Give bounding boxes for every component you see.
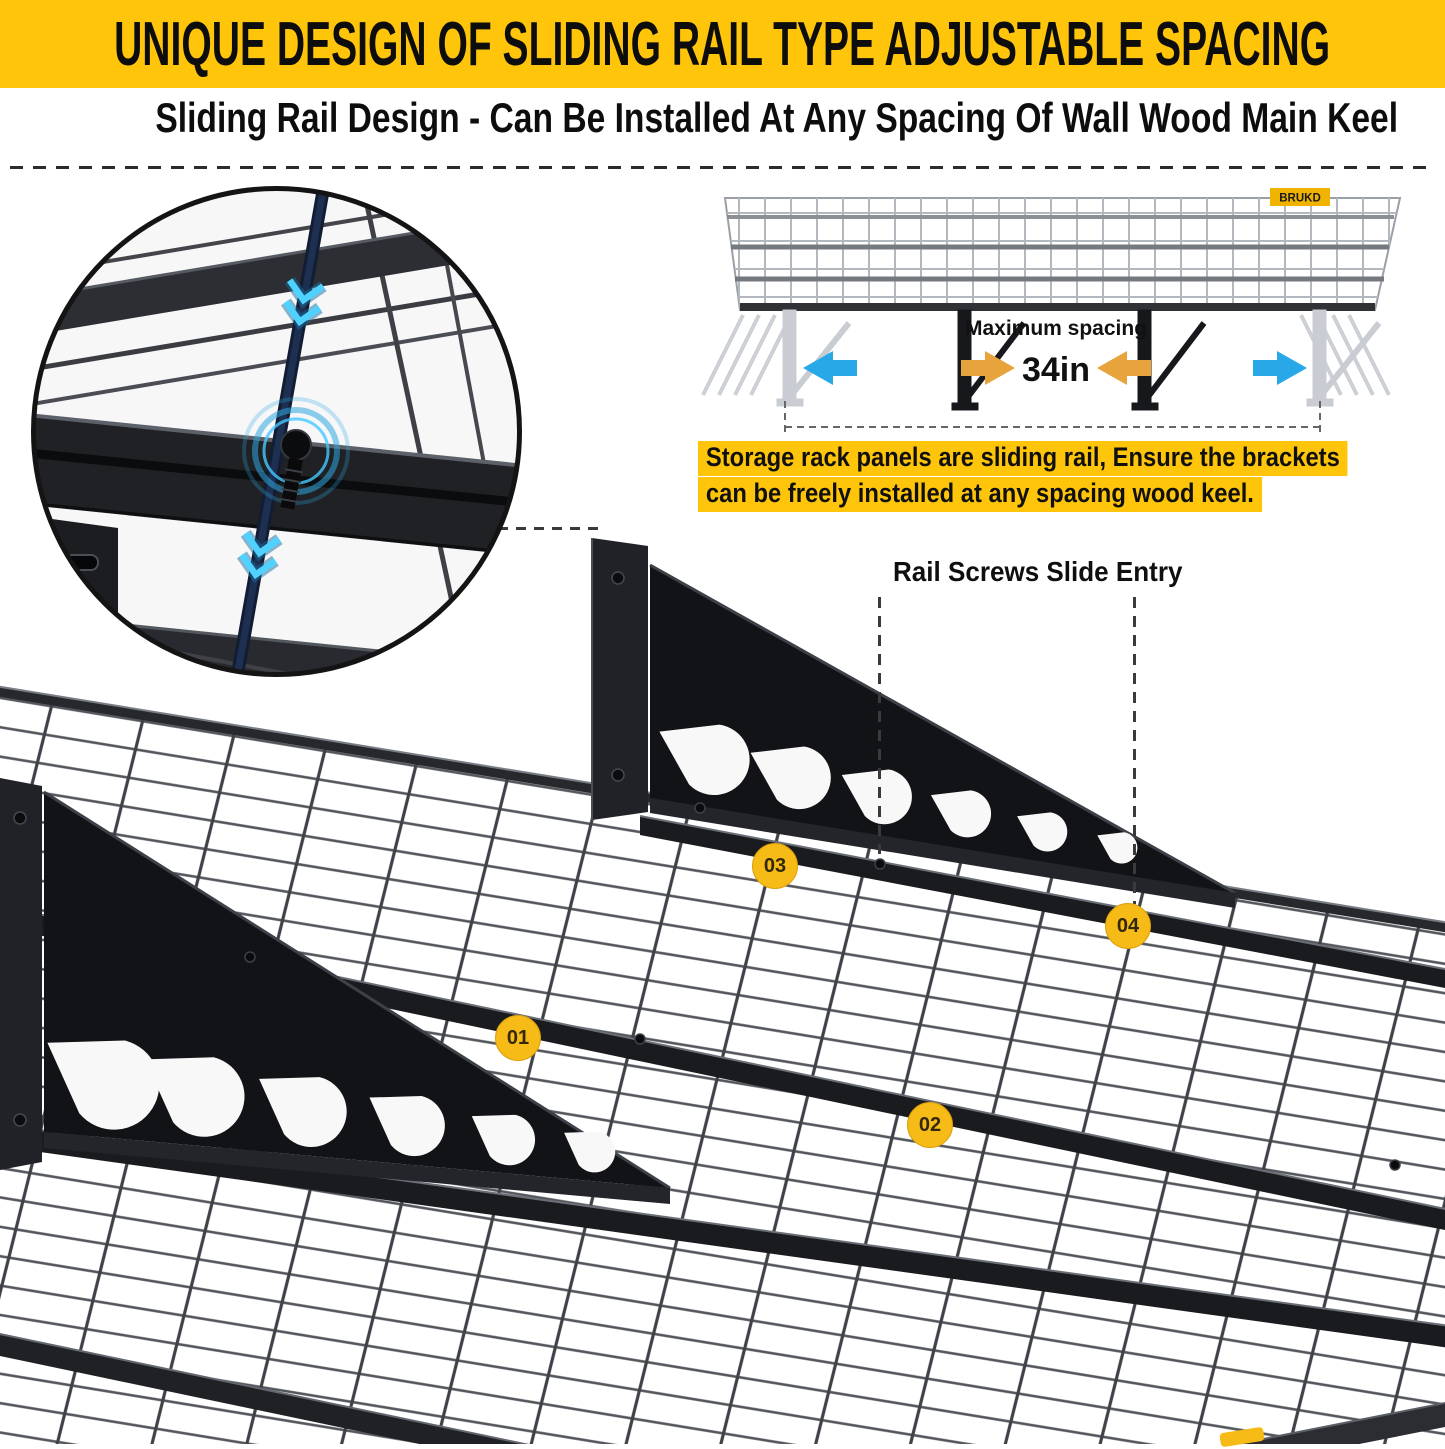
spacing-diagram-svg: Maximum spacing 34in BRUKD bbox=[701, 188, 1402, 433]
mount-plate-with-slots bbox=[33, 513, 118, 653]
zoom-inset-photo bbox=[28, 183, 525, 680]
orange-arrow-right-icon bbox=[961, 351, 1015, 385]
brand-label: BRUKD bbox=[1279, 193, 1321, 205]
brand-tag: BRUKD bbox=[1270, 188, 1330, 206]
title-banner: UNIQUE DESIGN OF SLIDING RAIL TYPE ADJUS… bbox=[0, 0, 1445, 88]
step-badge-04-label: 04 bbox=[1116, 914, 1140, 937]
rail-screw bbox=[1389, 1159, 1401, 1171]
slide-rod bbox=[226, 188, 335, 675]
bolt-shaft bbox=[279, 457, 303, 510]
glow-ring-outer bbox=[242, 397, 350, 505]
blue-arrow-right-icon bbox=[1253, 351, 1307, 385]
bracket-wall-plate bbox=[592, 538, 648, 820]
step-badge-02: 02 bbox=[907, 1102, 953, 1148]
rail-bolt bbox=[242, 397, 350, 510]
wall-bracket-left bbox=[0, 778, 671, 1204]
ghost-bracket-fan-left bbox=[701, 314, 793, 396]
measure-dashed-lines bbox=[784, 401, 1321, 433]
callout-rail-screws-text: Rail Screws Slide Entry bbox=[893, 556, 1183, 587]
inset-connector-dashed-line bbox=[498, 527, 598, 530]
rail-screw bbox=[244, 951, 256, 963]
bracket-ghost-right bbox=[1306, 309, 1382, 407]
rail-screws bbox=[244, 802, 1401, 1171]
max-spacing-label: Maximum spacing bbox=[965, 317, 1147, 340]
rail-screw bbox=[634, 1033, 646, 1045]
bracket-flange bbox=[44, 1132, 670, 1204]
note-line-1: Storage rack panels are sliding rail, En… bbox=[698, 441, 1348, 476]
bracket-ghost-left bbox=[776, 309, 852, 407]
orange-arrow-left-icon bbox=[1097, 351, 1151, 385]
plate-screw bbox=[13, 811, 27, 825]
rack-photo-svg bbox=[0, 538, 1445, 1449]
zoom-inset-svg bbox=[31, 186, 522, 677]
callout-dashed-line-right bbox=[1133, 597, 1136, 904]
inset-circle-border bbox=[31, 186, 522, 677]
plate-screw bbox=[611, 571, 625, 585]
max-spacing-value: 34in bbox=[1022, 351, 1090, 389]
slide-rail-1 bbox=[639, 815, 1445, 989]
rack-photo bbox=[0, 520, 1445, 1449]
note-line-2: can be freely installed at any spacing w… bbox=[698, 477, 1262, 512]
step-badge-03-label: 03 bbox=[763, 854, 787, 877]
step-badge-04: 04 bbox=[1105, 903, 1151, 949]
step-badge-03: 03 bbox=[752, 843, 798, 889]
shelf-mesh-top bbox=[723, 197, 1402, 311]
note-block: Storage rack panels are sliding rail, En… bbox=[698, 441, 1428, 513]
plate-screw bbox=[13, 1113, 27, 1127]
blue-arrow-left-icon bbox=[803, 351, 857, 385]
step-badge-02-label: 02 bbox=[918, 1113, 942, 1136]
bolt-head bbox=[280, 429, 312, 461]
bracket-black-right bbox=[1131, 309, 1207, 411]
bracket-wall-plate bbox=[0, 778, 42, 1170]
callout-dashed-line-left bbox=[878, 597, 881, 854]
spacing-diagram: Maximum spacing 34in BRUKD bbox=[685, 183, 1420, 441]
rail-screw bbox=[694, 802, 706, 814]
wall-bracket-right bbox=[591, 538, 1236, 908]
bracket-flange bbox=[650, 798, 1235, 908]
page-subtitle: Sliding Rail Design - Can Be Installed A… bbox=[0, 94, 1445, 142]
callout-rail-screws: Rail Screws Slide Entry bbox=[893, 556, 1204, 588]
page-title: UNIQUE DESIGN OF SLIDING RAIL TYPE ADJUS… bbox=[114, 9, 1331, 79]
slide-rail-4 bbox=[0, 1333, 554, 1449]
rail-screw bbox=[874, 858, 886, 870]
separator-dashed-line bbox=[10, 166, 1435, 169]
step-badge-01-label: 01 bbox=[506, 1026, 530, 1049]
page-subtitle-text: Sliding Rail Design - Can Be Installed A… bbox=[155, 94, 1399, 141]
plate-screw bbox=[611, 768, 625, 782]
step-badge-01: 01 bbox=[495, 1015, 541, 1061]
